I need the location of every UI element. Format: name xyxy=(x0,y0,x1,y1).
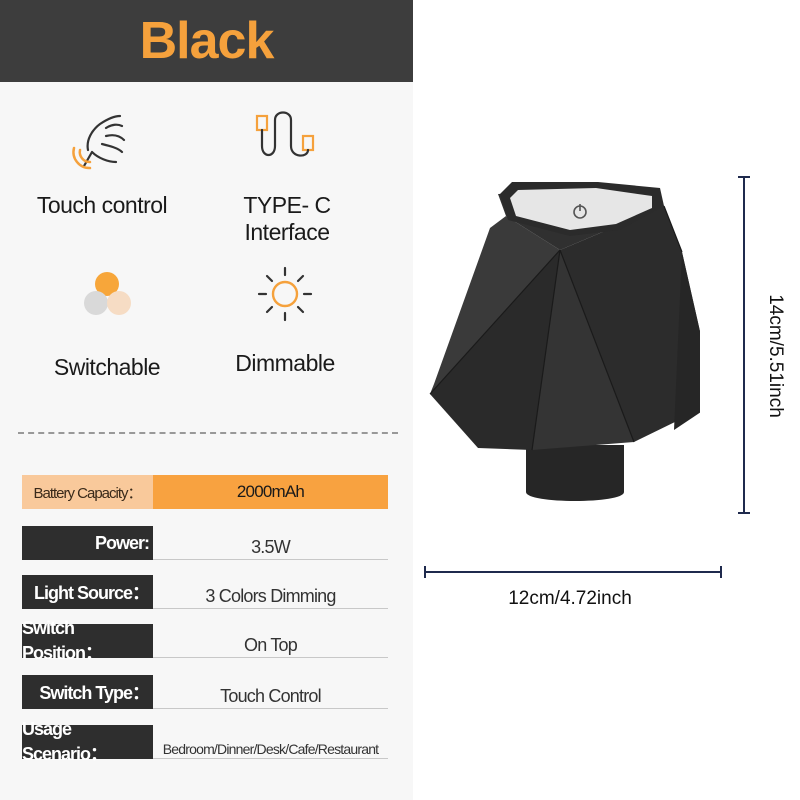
spec-value: Bedroom/Dinner/Desk/Cafe/Restaurant xyxy=(153,725,388,759)
height-dimension-line xyxy=(738,176,750,514)
feature-dimmable: Dimmable xyxy=(200,264,370,377)
color-banner: Black xyxy=(0,0,413,82)
spec-label: Battery Capacity： xyxy=(22,475,153,509)
spec-label: Switch Position： xyxy=(22,618,153,663)
spec-row-power: Power: 3.5W xyxy=(22,526,388,560)
feature-touch-control: Touch control xyxy=(17,106,187,219)
spec-value: On Top xyxy=(153,624,388,658)
spec-value: 3.5W xyxy=(153,526,388,560)
spec-row-switch-type: Switch Type： Touch Control xyxy=(22,675,388,709)
feature-label: Switchable xyxy=(53,354,161,380)
spec-row-usage: Usage Scenario： Bedroom/Dinner/Desk/Cafe… xyxy=(22,719,388,764)
lamp-product-image xyxy=(429,182,700,501)
spec-label: Switch Type： xyxy=(22,675,153,709)
width-dimension-line xyxy=(424,566,722,578)
dashed-divider xyxy=(18,432,398,434)
spec-row-light-source: Light Source： 3 Colors Dimming xyxy=(22,575,388,609)
spec-label: Usage Scenario： xyxy=(22,719,153,764)
spec-row-switch-position: Switch Position： On Top xyxy=(22,618,388,663)
feature-label: Dimmable xyxy=(235,350,335,376)
spec-label: Light Source： xyxy=(22,575,153,609)
feature-type-c: TYPE- C Interface xyxy=(202,106,372,246)
feature-label: TYPE- C Interface xyxy=(243,192,331,245)
spec-value: 3 Colors Dimming xyxy=(153,575,388,609)
sun-brightness-icon xyxy=(257,266,313,322)
color-title: Black xyxy=(139,12,275,70)
width-dimension-label: 12cm/4.72inch xyxy=(508,588,632,609)
spec-panel: Black Touch control TYPE- C Interface Sw… xyxy=(0,0,413,764)
touch-hand-icon xyxy=(72,114,126,170)
height-dimension-label: 14cm/5.51inch xyxy=(765,294,786,418)
spec-value: 2000mAh xyxy=(153,475,388,509)
feature-label: Touch control xyxy=(36,192,168,218)
spec-label: Power: xyxy=(22,526,153,560)
spec-value: Touch Control xyxy=(153,675,388,709)
color-circles-icon xyxy=(84,272,131,315)
usb-c-cable-icon xyxy=(255,111,315,157)
feature-switchable: Switchable xyxy=(22,268,192,381)
spec-row-battery: Battery Capacity： 2000mAh xyxy=(22,475,388,509)
